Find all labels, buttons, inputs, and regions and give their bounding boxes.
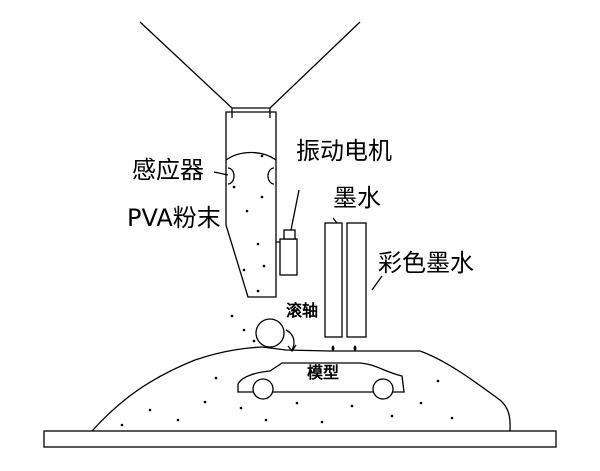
model-label: 模型 xyxy=(307,363,340,382)
roller-rotation-arrow xyxy=(285,329,297,353)
roller-label: 滚轴 xyxy=(286,301,319,320)
ink-droplets xyxy=(331,345,357,351)
vibration-motor xyxy=(276,189,300,276)
bed-particles xyxy=(120,376,454,427)
color-ink-cartridge xyxy=(346,222,383,338)
roller xyxy=(255,318,285,348)
sensor-leader xyxy=(213,171,229,176)
color-ink-label: 彩色墨水 xyxy=(378,249,474,277)
vibration-motor-label: 振动电机 xyxy=(296,137,392,165)
falling-powder xyxy=(230,314,256,343)
ink-cartridge xyxy=(324,217,343,338)
model-car xyxy=(237,362,405,400)
powder-container xyxy=(225,111,277,298)
sensor-label: 感应器 xyxy=(132,156,204,184)
build-platform xyxy=(43,430,557,448)
pva-powder-label: PVA粉末 xyxy=(127,204,221,232)
ink-label: 墨水 xyxy=(333,184,381,212)
sensor xyxy=(227,167,275,185)
powder-particles xyxy=(232,154,266,293)
hopper-funnel xyxy=(139,21,361,118)
powder-bed xyxy=(91,346,511,432)
